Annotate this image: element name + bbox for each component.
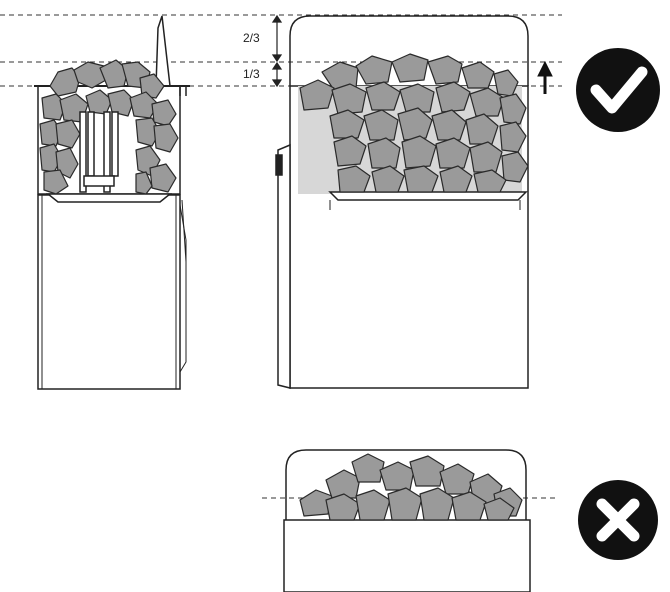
heater-front-view-incorrect: [283, 449, 531, 592]
heater-control-knob: [277, 143, 291, 389]
stones-side-view: [39, 59, 179, 195]
heater-wrong-cover: [285, 449, 527, 520]
heater-wrong-body: [283, 519, 531, 592]
heater-side-view: [34, 15, 190, 390]
heater-front-cover: [289, 15, 529, 86]
dimension-markers: [271, 14, 283, 88]
level-up-arrow: [537, 60, 553, 94]
stones-front-view: [299, 53, 529, 193]
upper-fraction-label: 2/3: [243, 31, 260, 45]
check-icon: [576, 48, 660, 132]
lower-fraction-label: 1/3: [243, 67, 260, 81]
stones-incorrect: [299, 453, 523, 521]
heater-side-blade: [155, 15, 171, 87]
heater-side-body: [37, 194, 181, 390]
x-icon: [578, 480, 658, 560]
heating-elements: [79, 111, 119, 193]
